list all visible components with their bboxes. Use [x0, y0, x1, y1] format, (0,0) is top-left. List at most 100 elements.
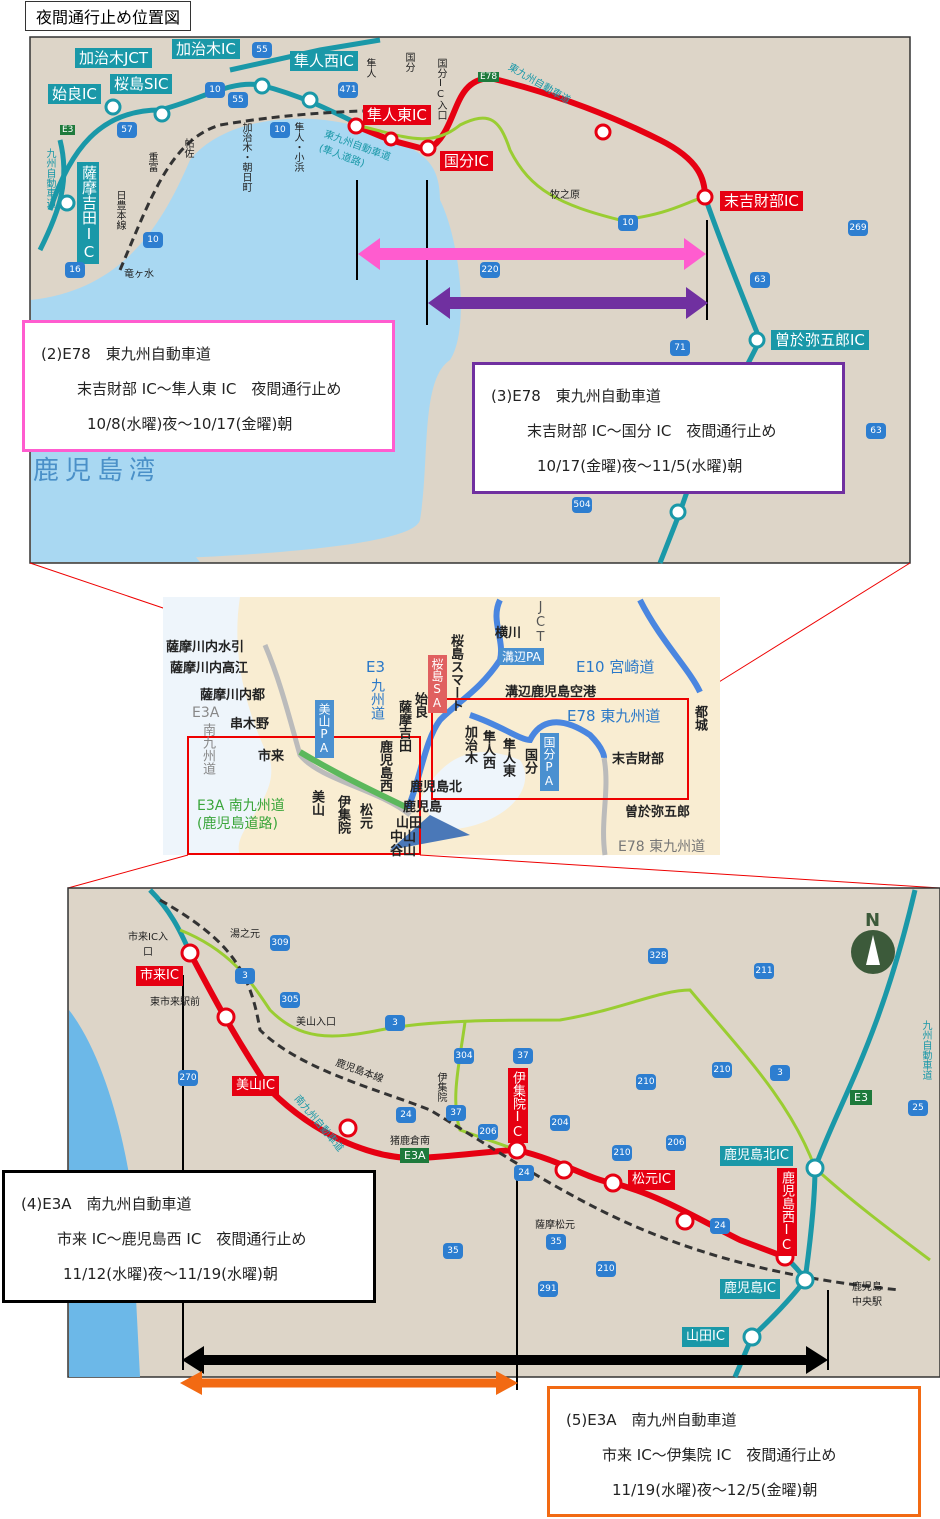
shield-e3: E3: [60, 125, 76, 135]
route-35: 35: [443, 1243, 463, 1259]
ov-ic-kagoshima-nishi: 鹿児島西: [377, 740, 392, 792]
route-35b: 35: [546, 1234, 566, 1250]
ov-pa-kokubu: 国分PA: [540, 733, 559, 791]
callout-5-route: (5)E3A 南九州自動車道: [566, 1411, 737, 1429]
ic-label-hayato-nishi: 隼人西IC: [290, 51, 358, 71]
ov-ic-hayato-higashi: 隼人東: [500, 738, 515, 777]
callout-2-section: 末吉財部 IC～隼人東 IC 夜間通行止め: [77, 380, 342, 398]
page-title: 夜間通行止め位置図: [25, 1, 192, 31]
ov-ic-satsumasendai-mizuhiki: 薩摩川内水引: [166, 640, 245, 655]
ic-label-kagoshima-kita: 鹿児島北IC: [720, 1146, 793, 1166]
ov-ic-satsumasendai-miyako: 薩摩川内都: [200, 688, 266, 703]
ov-ic-nakayama: 中山: [390, 830, 417, 845]
ic-label-hayato-higashi: 隼人東IC: [363, 105, 431, 125]
shield-e3a: E3A: [400, 1148, 430, 1163]
callout-2-route: (2)E78 東九州自動車道: [41, 345, 211, 363]
ic-label-satsuma-yoshida: 薩摩吉田IC: [77, 162, 99, 264]
station-yunomoto: 湯之元: [230, 929, 260, 940]
route-471: 471: [338, 82, 358, 98]
railway-label-nippo: 日豊本線: [114, 190, 125, 230]
ov-pa-mizobe: 溝辺PA: [499, 648, 544, 665]
route-210c: 210: [612, 1145, 632, 1161]
callout-4-route: (4)E3A 南九州自動車道: [21, 1195, 192, 1213]
highlight-box-e78: [431, 698, 689, 800]
ov-ic-taniyama: 谷山: [390, 844, 417, 859]
route-206: 206: [478, 1124, 498, 1140]
ov-ic-kokubu: 国分: [522, 748, 537, 774]
callout-3-period: 10/17(金曜)夜～11/5(水曜)朝: [537, 457, 743, 475]
route-24c: 24: [710, 1218, 730, 1234]
route-57: 57: [117, 122, 137, 138]
highlight-box-e3a: [187, 736, 421, 855]
closure-arrow-4: [182, 1346, 828, 1374]
shield-e3-bottom: E3: [850, 1090, 872, 1105]
route-309: 309: [270, 935, 290, 951]
route-220: 220: [480, 262, 500, 278]
ic-label-kajiki-jct: 加治木JCT: [75, 48, 153, 68]
signal-miyama-entrance: 美山入口: [296, 1017, 336, 1028]
sea-label: 鹿児島湾: [33, 456, 162, 486]
ov-e3: E3: [366, 658, 386, 676]
callout-closure-3: (3)E78 東九州自動車道 末吉財部 IC～国分 IC 夜間通行止め 10/1…: [472, 362, 845, 494]
shield-e78: E78: [478, 72, 500, 82]
callout-closure-2: (2)E78 東九州自動車道 末吉財部 IC～隼人東 IC 夜間通行止め 10/…: [22, 320, 395, 452]
route-328: 328: [648, 948, 668, 964]
ov-e10: E10 宮崎道: [576, 658, 655, 676]
ov-ic-miyama: 美山: [309, 790, 324, 816]
route-211: 211: [754, 963, 774, 979]
route-label-kyushu-bottom: 九州自動車道: [920, 1020, 931, 1080]
ov-sa-sakurajima: 桜島SA: [428, 655, 447, 713]
route-71: 71: [670, 340, 690, 356]
route-210d: 210: [596, 1261, 616, 1277]
ic-label-yamada: 山田IC: [682, 1327, 729, 1347]
callout-3-route: (3)E78 東九州自動車道: [491, 387, 661, 405]
ov-e3a-green: E3A 南九州道: [197, 798, 285, 814]
ov-ic-satsumasendai-takae: 薩摩川内高江: [170, 661, 249, 676]
ic-label-so-yagoro: 曽於弥五郎IC: [771, 330, 869, 350]
railway: [118, 108, 421, 271]
ov-ic-aira: 始良: [412, 692, 427, 718]
route-16: 16: [65, 262, 85, 278]
ov-ic-matsumoto: 松元: [357, 803, 372, 829]
closed-e78: [354, 74, 708, 198]
signal-makinohara: 牧之原: [550, 190, 580, 201]
station-shigetomi: 重富: [146, 152, 157, 172]
ic-label-miyama: 美山IC: [232, 1076, 279, 1096]
route-55: 55: [252, 42, 272, 58]
ov-ic-hayato-nishi: 隼人西: [480, 730, 495, 769]
route-55b: 55: [228, 92, 248, 108]
signal-hayato-kohama: 隼人・小浜: [292, 122, 303, 172]
ic-label-sueyoshi-takarabe: 末吉財部IC: [720, 191, 803, 211]
route-25: 25: [908, 1100, 928, 1116]
ov-e78-bottom: E78 東九州道: [618, 839, 706, 855]
route-504: 504: [572, 497, 592, 513]
station-ijuin: 伊集院: [435, 1072, 446, 1102]
route-305: 305: [280, 992, 300, 1008]
route-204: 204: [550, 1115, 570, 1131]
ov-ic-mizobe-airport: 溝辺鹿児島空港: [505, 685, 597, 700]
route-63: 63: [750, 272, 770, 288]
ov-jct: JCT: [533, 600, 548, 645]
route-24: 24: [396, 1107, 416, 1123]
ov-e3-vertical: 九州道: [369, 678, 385, 720]
callout-4-period: 11/12(水曜)夜～11/19(水曜)朝: [63, 1265, 278, 1283]
ov-e3a-vertical: 南九州道: [200, 723, 215, 775]
ic-label-kokubu: 国分IC: [440, 151, 493, 171]
callout-5-period: 11/19(水曜)夜～12/5(金曜)朝: [612, 1481, 818, 1499]
callout-4-section: 市来 IC～鹿児島西 IC 夜間通行止め: [57, 1230, 307, 1248]
ov-ic-ijuin: 伊集院: [335, 795, 350, 834]
closure-arrow-3: [428, 287, 708, 319]
ov-ic-satsuma-yoshida: 薩摩吉田: [396, 700, 411, 752]
ic-label-ijuin: 伊集院IC: [508, 1068, 528, 1143]
callout-closure-5: (5)E3A 南九州自動車道 市来 IC～伊集院 IC 夜間通行止め 11/19…: [547, 1386, 921, 1517]
ov-e78: E78 東九州道: [567, 707, 661, 725]
ov-ic-kajiki: 加治木: [462, 725, 477, 764]
ic-label-kagoshima-nishi: 鹿児島西IC: [777, 1168, 797, 1256]
route-37b: 37: [446, 1105, 466, 1121]
route-3c: 3: [770, 1065, 790, 1081]
route-10b: 10: [270, 122, 290, 138]
ov-e3a-green2: (鹿児島道路): [197, 816, 278, 832]
callout-closure-4: (4)E3A 南九州自動車道 市来 IC～鹿児島西 IC 夜間通行止め 11/1…: [2, 1170, 376, 1303]
ov-ic-sakurajima-smart: 桜島スマート: [448, 634, 463, 712]
ov-ic-yokogawa: 横川: [495, 626, 522, 641]
